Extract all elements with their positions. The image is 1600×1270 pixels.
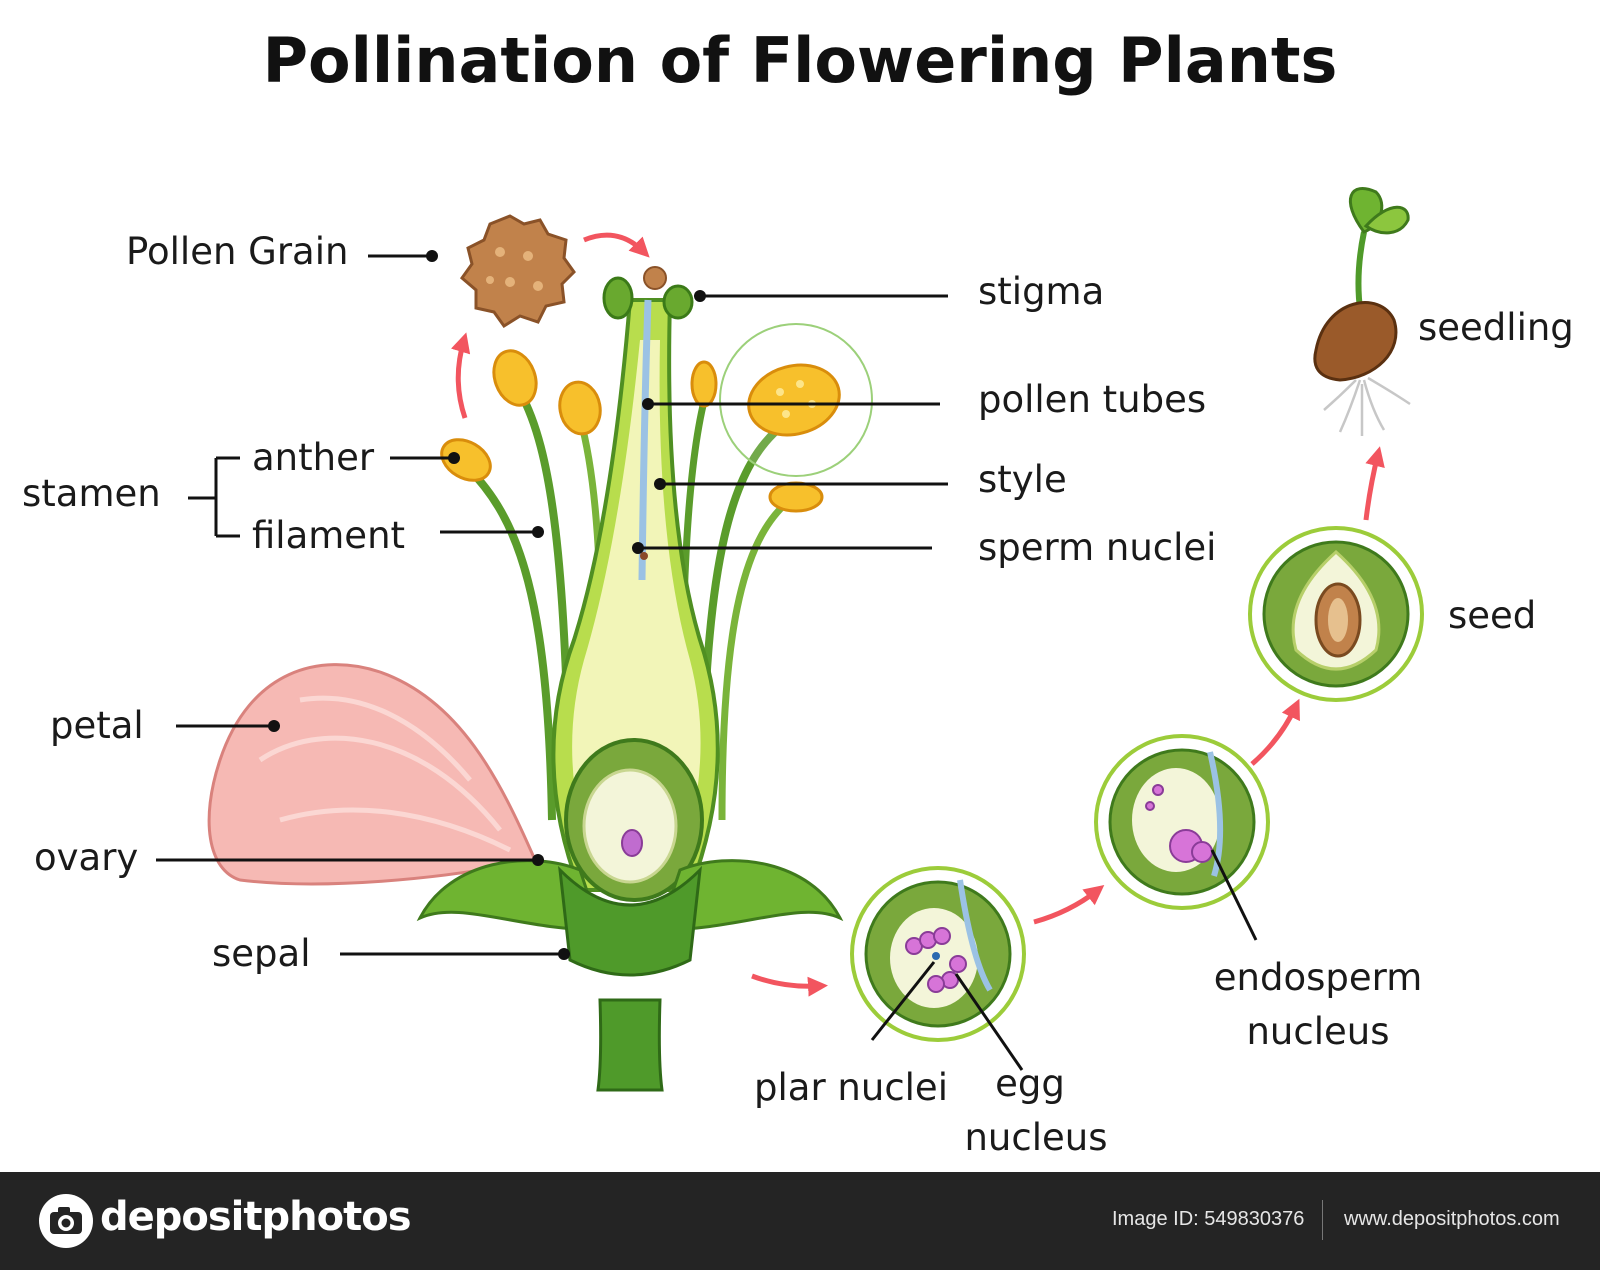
anther-5: [768, 481, 824, 513]
receptacle: [558, 865, 702, 977]
label-anther: anther: [252, 436, 375, 479]
label-ovary: ovary: [34, 836, 138, 879]
stigma-lobe-left: [602, 276, 634, 320]
stage-endosperm: [1094, 734, 1270, 910]
flower: [207, 214, 873, 1092]
pollen-grain: [459, 214, 576, 329]
labels: Pollen Grain stamen anther filament peta…: [22, 230, 1574, 1159]
label-sperm-nuclei: sperm nuclei: [978, 526, 1216, 569]
arrow-seed-to-seedling: [1363, 446, 1385, 521]
anther-magnified: [747, 363, 841, 437]
anther-3: [558, 380, 602, 436]
footer-bar: depositphotos Image ID: 549830376 www.de…: [0, 1172, 1600, 1270]
label-petal: petal: [50, 704, 144, 747]
stage-seed: [1248, 526, 1424, 702]
site-url[interactable]: www.depositphotos.com: [1344, 1208, 1560, 1230]
label-egg: egg: [995, 1062, 1065, 1105]
label-plar-nuclei: plar nuclei: [754, 1066, 948, 1109]
seedling-roots: [1323, 376, 1411, 436]
sepal-left: [416, 859, 603, 932]
pollen-on-stigma: [643, 266, 667, 290]
arrow-endosperm-to-seed: [1250, 698, 1300, 766]
label-stigma: stigma: [978, 270, 1104, 313]
anther-4: [690, 360, 718, 408]
egg-cell: [621, 829, 643, 857]
egg-nucleus: [949, 955, 967, 973]
arrow-anther-to-pollen: [450, 332, 471, 419]
label-seed: seed: [1448, 594, 1536, 637]
label-seedling: seedling: [1418, 306, 1574, 349]
sepal-right: [657, 859, 844, 932]
image-id: Image ID: 549830376: [1112, 1208, 1305, 1230]
seedling-seed: [1313, 301, 1398, 382]
label-egg-nucleus: nucleus: [964, 1116, 1107, 1159]
pollination-diagram: Pollination of Flowering Plants: [22, 24, 1574, 1159]
footer-divider: [1322, 1200, 1323, 1240]
cycle-arrows: [450, 232, 1385, 997]
arrow-fertilization-to-endosperm: [1033, 885, 1105, 925]
brand-logo-text: depositphotos: [100, 1194, 412, 1240]
camera-logo-icon: [39, 1194, 93, 1248]
filament-left-1: [465, 465, 556, 821]
stem: [596, 998, 664, 1092]
label-pollen-grain: Pollen Grain: [126, 230, 348, 273]
stage-fertilization: [850, 866, 1026, 1042]
label-stamen: stamen: [22, 472, 161, 515]
arrow-pollen-to-stigma: [583, 232, 650, 258]
pollen-tube: [638, 299, 652, 581]
page-title: Pollination of Flowering Plants: [263, 24, 1338, 97]
label-pollen-tubes: pollen tubes: [978, 378, 1206, 421]
anther-1: [440, 438, 492, 482]
label-filament: filament: [252, 514, 405, 557]
label-sepal: sepal: [212, 932, 310, 975]
petal: [207, 663, 538, 886]
label-endosperm-nucleus: nucleus: [1246, 1010, 1389, 1053]
stigma-lobe-right: [662, 284, 694, 320]
stage-seedling: [1313, 186, 1411, 436]
label-endosperm: endosperm: [1214, 956, 1422, 999]
leader-lines: [156, 250, 1258, 1071]
anther-2: [492, 349, 538, 407]
arrow-flower-to-fertilization: [751, 973, 828, 997]
label-style: style: [978, 458, 1067, 501]
filament-right-2: [718, 497, 793, 821]
